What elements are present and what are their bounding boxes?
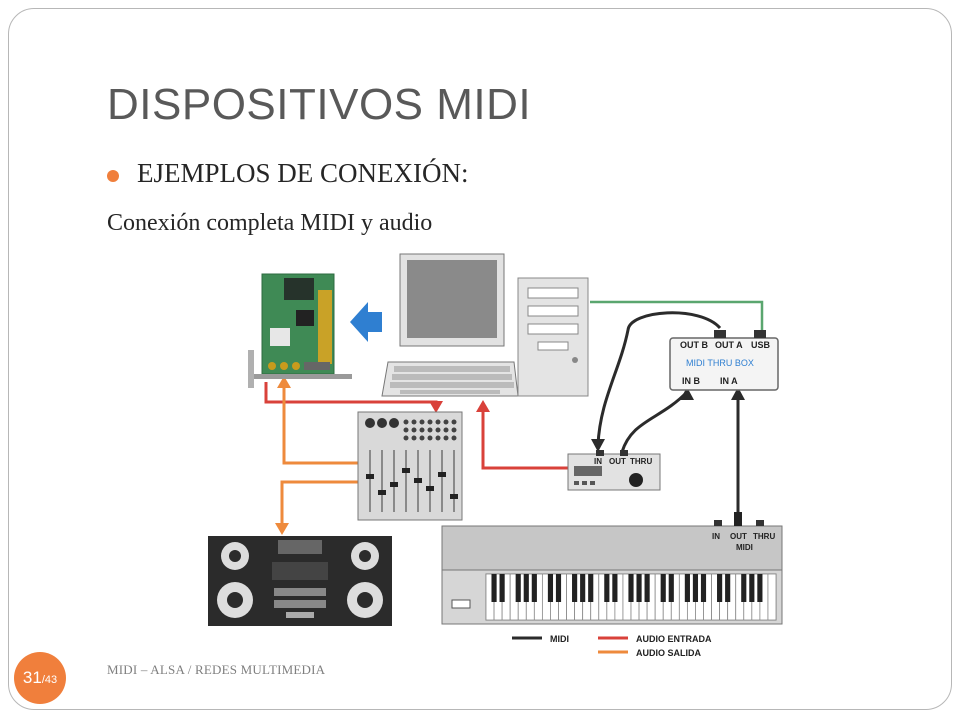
computer-keyboard (381, 361, 519, 397)
arrowhead-icon (680, 387, 694, 400)
module-in-label: IN (594, 457, 602, 466)
thru-box-usb: USB (751, 340, 771, 350)
black-key (555, 574, 562, 602)
module-out-label: OUT (609, 457, 626, 466)
keyboard-midi-label: MIDI (736, 543, 753, 552)
audio-in-cable-module (481, 405, 570, 470)
thru-box-out-a: OUT A (715, 340, 743, 350)
legend-label-audio-entrada: AUDIO ENTRADA (636, 634, 712, 644)
black-key (660, 574, 666, 602)
keyboard-synth: IN OUT THRU MIDI (441, 512, 783, 625)
black-key (491, 574, 497, 602)
black-key (531, 574, 537, 602)
black-key (628, 574, 634, 602)
arrowhead-icon (731, 387, 745, 400)
black-key (604, 574, 610, 602)
keyboard-thru-label: THRU (753, 532, 775, 541)
bullet-item: EJEMPLOS DE CONEXIÓN: (107, 158, 469, 189)
black-key (717, 574, 723, 602)
diagram-legend: MIDI AUDIO ENTRADA AUDIO SALIDA (512, 634, 712, 658)
bullet-dot-icon (107, 169, 119, 182)
black-key (572, 574, 578, 602)
arrowhead-icon (429, 401, 443, 413)
sound-module: IN OUT THRU (567, 450, 661, 491)
page-total: /43 (41, 674, 58, 686)
midi-cable-outb (596, 311, 722, 446)
thru-box-name: MIDI THRU BOX (686, 358, 754, 368)
slide-footer: MIDI – ALSA / REDES MULTIMEDIA (107, 662, 326, 677)
bullet-text: EJEMPLOS DE CONEXIÓN: (137, 158, 469, 188)
legend-label-midi: MIDI (550, 634, 569, 644)
black-key (692, 574, 699, 602)
black-key (725, 574, 731, 602)
black-key (588, 574, 594, 602)
black-key (644, 574, 650, 602)
black-key (580, 574, 586, 602)
usb-cable (590, 300, 764, 336)
slide-title: DISPOSITIVOS MIDI (107, 80, 532, 129)
transfer-arrow-icon (350, 302, 382, 342)
keyboard-in-label: IN (712, 532, 720, 541)
black-key (612, 574, 618, 602)
midi-thru-box: OUT B OUT A USB MIDI THRU BOX IN B IN A (669, 330, 779, 391)
page-number-badge: 31/43 (14, 652, 66, 704)
computer-tower (517, 277, 589, 397)
thru-box-out-b: OUT B (680, 340, 708, 350)
black-key (547, 574, 554, 602)
black-key (757, 574, 763, 602)
arrowhead-icon (275, 523, 289, 535)
keyboard-out-label: OUT (730, 532, 747, 541)
audio-out-cable-stereo (280, 480, 358, 530)
arrowhead-icon (277, 376, 291, 388)
thru-box-in-a: IN A (720, 376, 738, 386)
midi-cable-module-out (620, 390, 689, 453)
slide-subtitle: Conexión completa MIDI y audio (107, 210, 433, 236)
black-key (684, 574, 690, 602)
audio-mixer (357, 411, 463, 521)
connection-diagram: OUT B OUT A USB MIDI THRU BOX IN B IN A (208, 253, 783, 658)
computer-monitor (399, 253, 505, 347)
black-key (499, 574, 505, 602)
stereo-system (208, 536, 392, 626)
black-key (523, 574, 529, 602)
black-key (636, 574, 642, 602)
audio-out-cable-mixer (282, 380, 358, 465)
legend-label-audio-salida: AUDIO SALIDA (636, 648, 702, 658)
black-key (741, 574, 747, 602)
black-key (668, 574, 674, 602)
white-key (767, 573, 777, 621)
page-number: 31 (22, 668, 42, 687)
arrowhead-icon (476, 400, 490, 412)
module-thru-label: THRU (630, 457, 652, 466)
black-key (749, 574, 755, 602)
sound-card (248, 273, 352, 388)
black-key (700, 574, 707, 602)
black-key (515, 574, 521, 602)
thru-box-in-b: IN B (682, 376, 701, 386)
arrowhead-icon (591, 439, 605, 452)
